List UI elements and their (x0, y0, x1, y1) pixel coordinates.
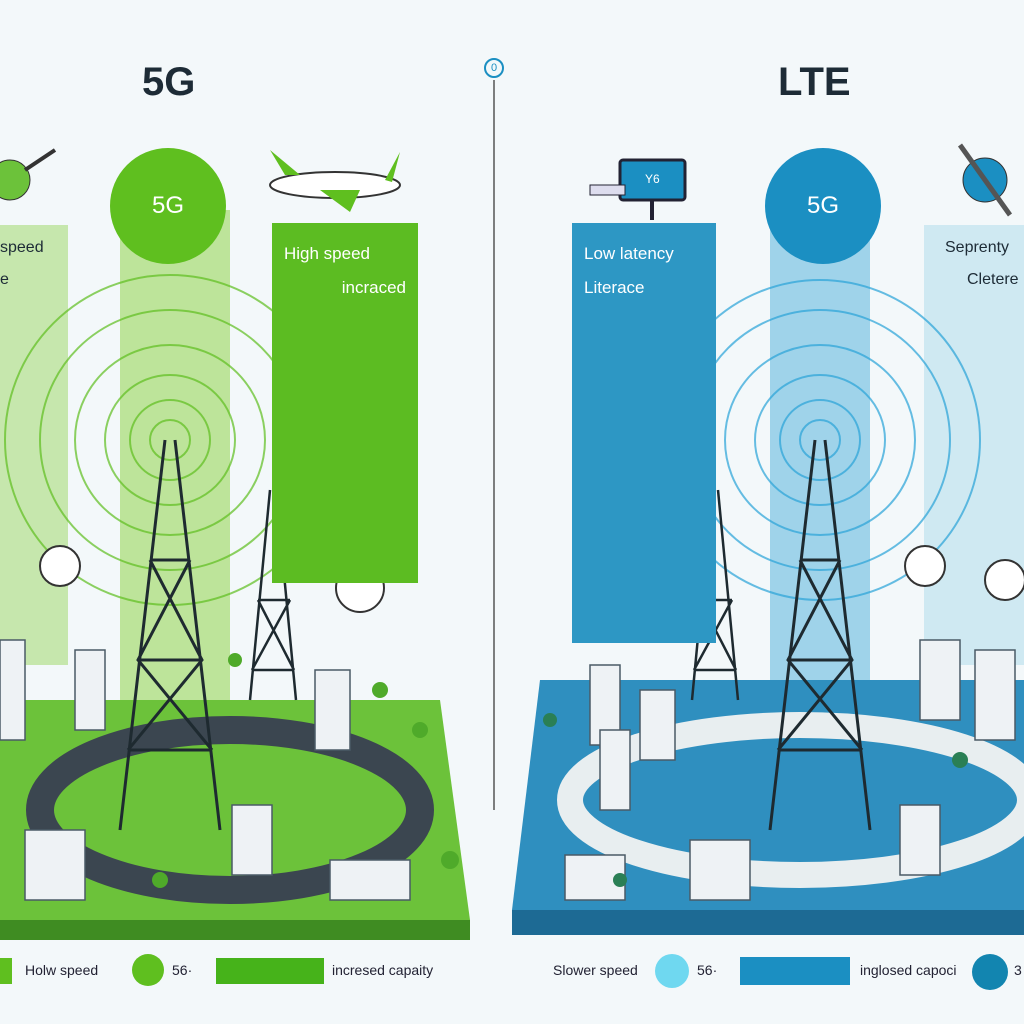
legend-bar (740, 957, 850, 985)
legend-label: incresed capaity (332, 962, 434, 978)
legend-label: 3 (1014, 962, 1022, 978)
left-satellite-icon (0, 148, 57, 201)
left-panel-line1: High speed (284, 244, 371, 263)
left-side-panel (0, 225, 68, 665)
right-feature-panel: Low latency Literace (572, 223, 716, 643)
left-buildings (0, 639, 411, 901)
left-panel-line2: incraced (341, 278, 406, 297)
monitor-icon (589, 158, 687, 220)
legend-circle (972, 954, 1008, 990)
left-feature-panel: High speed incraced (272, 223, 418, 583)
center-marker: 0 (484, 58, 504, 78)
right-tower (768, 439, 872, 831)
left-road (26, 716, 434, 904)
legend-label: Holw speed (25, 962, 99, 978)
left-signal-rings (4, 274, 336, 606)
legend-circle (132, 954, 164, 986)
legend-circle (655, 954, 689, 988)
right-buildings (564, 639, 1016, 901)
left-5g-badge: 5G (110, 148, 226, 264)
right-panel-line1: Low latency (584, 244, 674, 263)
legend-label: inglosed capoci (860, 962, 957, 978)
monitor-label: Y6 (645, 172, 660, 186)
trees (152, 653, 968, 888)
legend-label: 56· (172, 962, 193, 978)
legend-bar (216, 958, 324, 984)
right-5g-badge: 5G (765, 148, 881, 264)
legend-label: 56· (697, 962, 718, 978)
legend-swatch (0, 958, 12, 984)
right-panel-line2: Literace (584, 278, 645, 297)
right-title: LTE (778, 60, 851, 104)
legend-label: Slower speed (553, 962, 638, 978)
left-small-tower (248, 489, 298, 701)
right-satellite-icon (957, 143, 1013, 217)
airplane-icon (269, 150, 401, 212)
left-title: 5G (142, 60, 196, 104)
left-tower (118, 439, 222, 831)
